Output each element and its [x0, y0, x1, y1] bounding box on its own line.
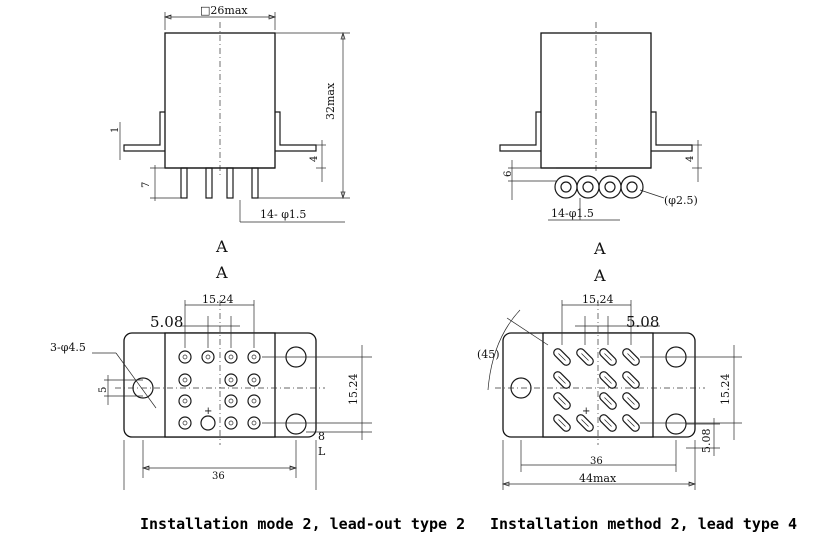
- caption-right: Installation method 2, lead type 4: [490, 515, 797, 533]
- right-small-dimension: 8: [318, 430, 325, 443]
- caption-left: Installation mode 2, lead-out type 2: [140, 515, 465, 533]
- side-view-right: 6 4 14-φ1.5 (φ2.5): [499, 22, 702, 221]
- mounting-hole: [285, 413, 307, 435]
- hole-span: 36: [590, 456, 603, 467]
- view-label-a: A: [215, 263, 228, 282]
- pin-span-right: 15.24: [347, 374, 360, 406]
- mount-holes-note: 3-φ4.5: [50, 341, 86, 354]
- pin-grid: +: [178, 350, 261, 431]
- pin-diameter: 14-φ1.5: [551, 207, 594, 220]
- overall-width: 44max: [579, 472, 617, 485]
- pin-diameter: 14- φ1.5: [260, 208, 306, 221]
- side-view-left: □26max 32max 1 4 7 14- φ1.5: [110, 4, 350, 223]
- overall-width: 36: [212, 471, 225, 482]
- height-dimension: 32max: [324, 82, 337, 120]
- base-view-left: + 15.24 5.08 3-φ4.5 5 15.24 8 L 3: [50, 293, 372, 490]
- pin-pitch: 5.08: [626, 313, 659, 331]
- pin-pitch: 5.08: [150, 313, 183, 331]
- left-flange: [123, 111, 165, 152]
- svg-text:+: +: [582, 406, 590, 417]
- hole-diameter: (φ2.5): [664, 194, 698, 207]
- pin-angle: (45): [477, 348, 500, 361]
- right-small-dimension: 5.08: [700, 429, 713, 454]
- width-dimension: □26max: [200, 4, 248, 17]
- right-flange: [651, 111, 693, 152]
- left-offset: 6: [503, 171, 514, 177]
- pins: [180, 167, 259, 199]
- right-letter: L: [318, 445, 326, 458]
- left-flange: [499, 111, 541, 152]
- flange-thickness: 1: [110, 127, 121, 133]
- right-flange: [275, 111, 317, 152]
- hook-pin-grid: +: [553, 348, 640, 432]
- hole-offset: 5: [98, 387, 109, 393]
- base-view-right: + 15.24 5.08 (45) 15.24 5.08 36: [477, 293, 742, 490]
- svg-text:+: +: [204, 406, 212, 417]
- solder-hooks: [554, 175, 644, 199]
- pin-length: 7: [141, 182, 152, 188]
- pin-span-top: 15.24: [582, 293, 614, 306]
- right-offset: 4: [685, 156, 696, 162]
- view-label-a: A: [593, 239, 606, 258]
- view-label-a: A: [215, 237, 228, 256]
- pin-span-top: 15.24: [202, 293, 234, 306]
- view-label-a: A: [593, 266, 606, 285]
- right-offset: 4: [309, 156, 320, 162]
- pin-span-right: 15.24: [719, 374, 732, 406]
